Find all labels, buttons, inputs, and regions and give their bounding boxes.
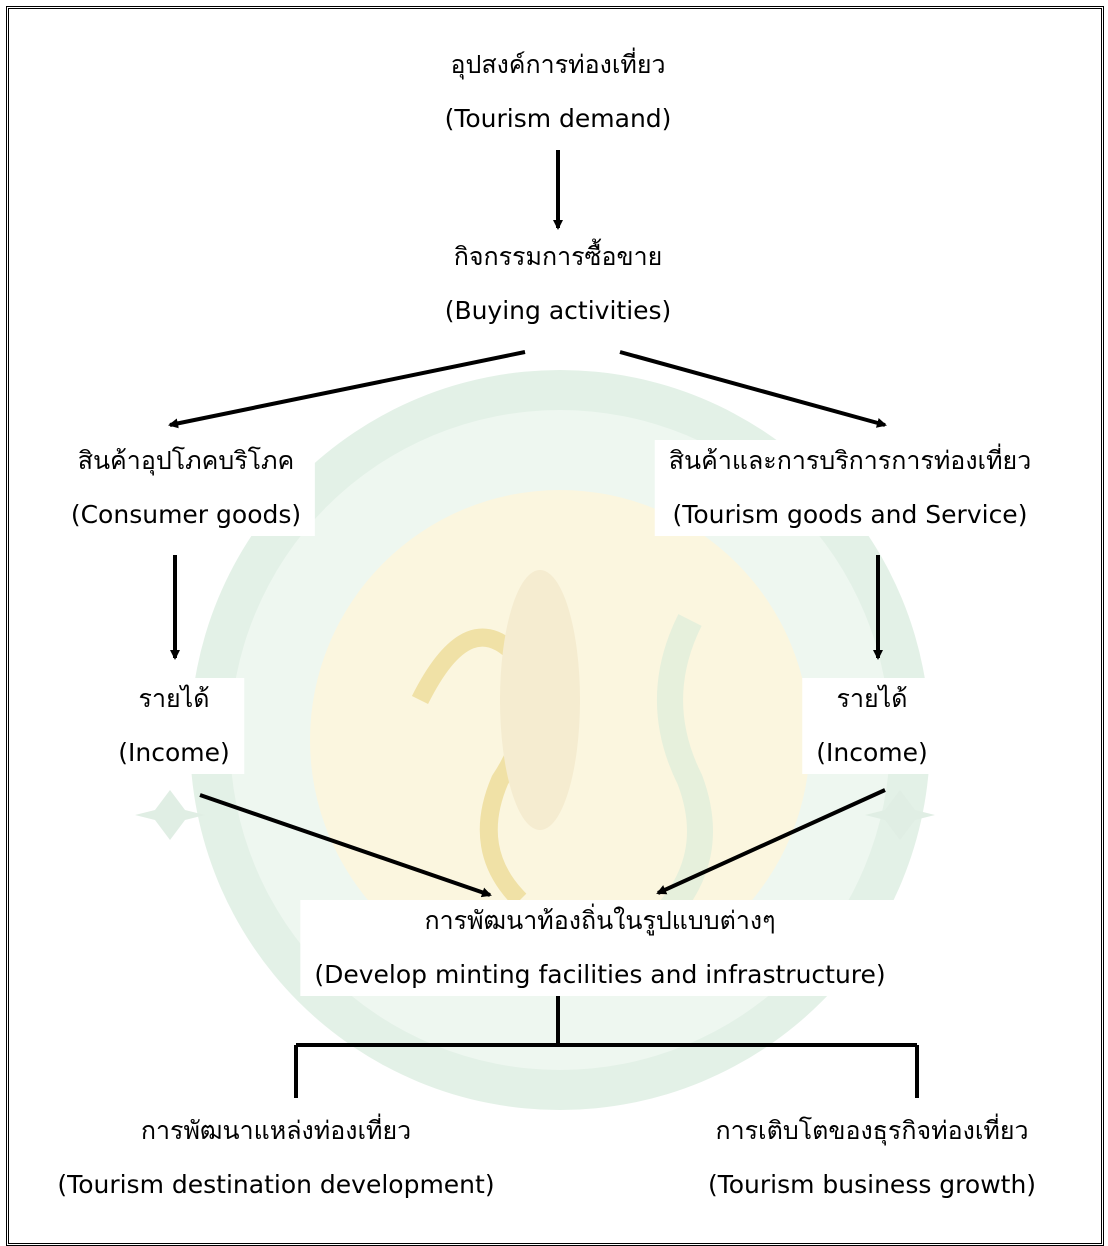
node-income-left-english: (Income) <box>118 738 230 767</box>
node-tourism-goods-english: (Tourism goods and Service) <box>672 500 1028 529</box>
node-consumer-goods-english: (Consumer goods) <box>70 500 302 529</box>
arrow-buying-to-consumer <box>168 350 526 429</box>
node-tourism-demand-english: (Tourism demand) <box>444 104 672 133</box>
node-destination-development-thai: การพัฒนาแหล่งท่องเที่ยว <box>140 1116 412 1145</box>
node-consumer-goods-thai: สินค้าอุปโภคบริโภค <box>77 446 295 475</box>
arrow-income-left-to-development <box>199 793 492 898</box>
node-destination-development-english: (Tourism destination development) <box>57 1170 495 1199</box>
node-business-growth-english: (Tourism business growth) <box>707 1170 1037 1199</box>
node-tourism-goods-thai: สินค้าและการบริการการท่องเที่ยว <box>668 446 1032 475</box>
node-tourism-demand-thai: อุปสงค์การท่องเที่ยว <box>450 50 666 79</box>
node-business-growth-thai: การเติบโตของธุรกิจท่องเที่ยว <box>715 1116 1029 1145</box>
node-income-right-thai: รายได้ <box>836 684 908 713</box>
node-tourism-demand: อุปสงค์การท่องเที่ยว (Tourism demand) <box>430 44 686 140</box>
node-business-growth: การเติบโตของธุรกิจท่องเที่ยว (Tourism bu… <box>693 1110 1051 1206</box>
split-bracket <box>294 985 919 1098</box>
node-income-left-thai: รายได้ <box>138 684 210 713</box>
node-income-right: รายได้ (Income) <box>802 678 942 774</box>
arrow-buying-to-tourism-goods <box>619 350 887 428</box>
node-income-left: รายได้ (Income) <box>104 678 244 774</box>
node-income-right-english: (Income) <box>816 738 928 767</box>
node-buying-activities-thai: กิจกรรมการซื้อขาย <box>453 242 663 271</box>
node-local-development: การพัฒนาท้องถิ่นในรูปแบบต่างๆ (Develop m… <box>300 900 900 996</box>
node-local-development-thai: การพัฒนาท้องถิ่นในรูปแบบต่างๆ <box>424 906 776 935</box>
node-local-development-english: (Develop minting facilities and infrastr… <box>314 960 886 989</box>
node-tourism-goods-and-service: สินค้าและการบริการการท่องเที่ยว (Tourism… <box>654 440 1046 536</box>
node-destination-development: การพัฒนาแหล่งท่องเที่ยว (Tourism destina… <box>43 1110 509 1206</box>
node-buying-activities: กิจกรรมการซื้อขาย (Buying activities) <box>430 236 686 332</box>
arrow-income-right-to-development <box>656 788 886 895</box>
node-buying-activities-english: (Buying activities) <box>444 296 672 325</box>
node-consumer-goods: สินค้าอุปโภคบริโภค (Consumer goods) <box>56 440 316 536</box>
